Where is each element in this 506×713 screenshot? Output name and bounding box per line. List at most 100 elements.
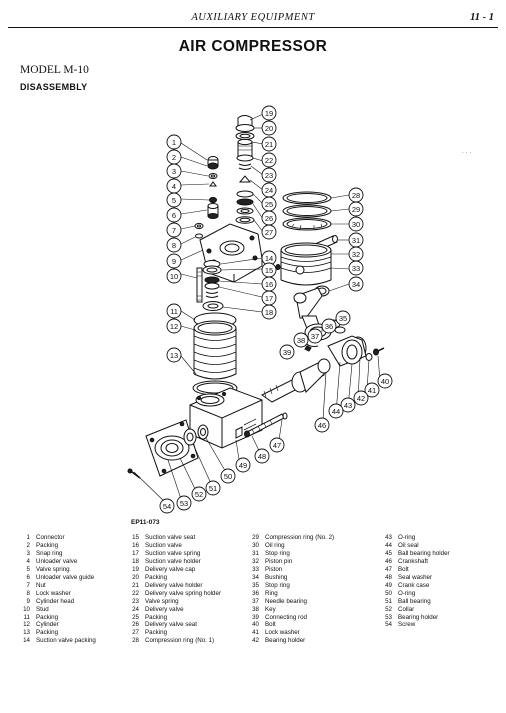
legend-num: 30 xyxy=(252,541,259,549)
unloader-valve-stack xyxy=(194,156,219,239)
legend-part-name: Stop ring xyxy=(265,581,290,589)
legend-part-name: Cylinder head xyxy=(36,597,75,605)
legend-part-name: Bushing xyxy=(265,573,288,581)
callout-34: 34 xyxy=(352,280,360,289)
legend-num: 41 xyxy=(252,629,259,637)
legend-part-name: Suction valve seat xyxy=(145,534,196,541)
section-subtitle: DISASSEMBLY xyxy=(20,82,88,92)
callout-44: 44 xyxy=(332,407,340,416)
legend-part-name: Key xyxy=(265,605,276,613)
legend-num: 16 xyxy=(132,541,139,549)
legend-num: 51 xyxy=(385,597,392,605)
header-rule xyxy=(8,27,498,28)
callout-40: 40 xyxy=(381,377,389,386)
callout-41: 41 xyxy=(368,386,376,395)
callout-54: 54 xyxy=(163,502,171,511)
legend-num: 6 xyxy=(26,573,30,581)
callout-25: 25 xyxy=(265,200,273,209)
legend-part-name: Packing xyxy=(36,541,59,549)
legend-part-name: Unloader valve xyxy=(36,557,78,565)
suction-valve-stack xyxy=(202,260,224,311)
callout-14: 14 xyxy=(265,254,273,263)
legend-num: 12 xyxy=(23,621,30,629)
legend-part-name: Crankshaft xyxy=(398,557,428,565)
callout-31: 31 xyxy=(352,236,360,245)
callout-22: 22 xyxy=(265,156,273,165)
legend-num: 33 xyxy=(252,565,259,573)
legend-part-name: Delivery valve seat xyxy=(145,621,197,629)
legend-part-name: Delivery valve cap xyxy=(145,565,196,573)
legend-num: 8 xyxy=(26,589,30,597)
legend-part-name: Needle bearing xyxy=(265,597,307,605)
legend-item: 4 Unloader valve xyxy=(16,558,96,566)
callout-47: 47 xyxy=(273,441,281,450)
callout-52: 52 xyxy=(195,490,203,499)
legend-part-name: Suction valve xyxy=(145,541,182,549)
legend-num: 7 xyxy=(26,581,30,589)
legend-num: 13 xyxy=(23,629,30,637)
callout-50: 50 xyxy=(224,472,232,481)
legend-num: 39 xyxy=(252,613,259,621)
legend-part-name: Piston pin xyxy=(265,557,293,565)
legend-part-name: Packing xyxy=(145,613,168,621)
callout-10: 10 xyxy=(170,272,178,281)
legend-num: 5 xyxy=(26,565,30,573)
legend-num: 4 xyxy=(26,557,30,565)
legend-num: 44 xyxy=(385,541,392,549)
callout-19: 19 xyxy=(265,109,273,118)
page-header-section: AUXILIARY EQUIPMENT xyxy=(191,12,315,23)
legend-item: 25 Packing xyxy=(125,614,221,622)
callout-15: 15 xyxy=(265,266,273,275)
legend-num: 23 xyxy=(132,597,139,605)
legend-part-name: Lock washer xyxy=(36,589,71,597)
callout-8: 8 xyxy=(172,241,176,250)
legend-num: 28 xyxy=(132,637,139,645)
legend-num: 40 xyxy=(252,621,259,629)
legend-num: 45 xyxy=(385,549,392,557)
legend-part-name: Stud xyxy=(36,605,49,613)
legend-num: 24 xyxy=(132,605,139,613)
legend-num: 53 xyxy=(385,613,392,621)
legend-num: 43 xyxy=(385,534,392,541)
legend-part-name: Suction valve holder xyxy=(145,557,201,565)
legend-num: 11 xyxy=(23,613,30,621)
callout-46: 46 xyxy=(318,421,326,430)
callout-13: 13 xyxy=(170,351,178,360)
callout-43: 43 xyxy=(344,401,352,410)
legend-num: 15 xyxy=(132,534,139,541)
legend-num: 14 xyxy=(23,637,30,645)
legend-part-name: Bearing holder xyxy=(398,613,439,621)
callout-30: 30 xyxy=(352,220,360,229)
callout-6: 6 xyxy=(172,211,176,220)
legend-part-name: Bearing holder xyxy=(265,637,306,645)
callout-49: 49 xyxy=(239,461,247,470)
callout-21: 21 xyxy=(265,140,273,149)
legend-item: 16 Suction valve xyxy=(125,542,221,550)
legend-part-name: Oil ring xyxy=(265,541,285,549)
callout-circles xyxy=(159,105,393,514)
legend-part-name: Unloader valve guide xyxy=(36,573,95,581)
legend-part-name: Crank case xyxy=(398,581,430,589)
legend-part-name: Ball bearing xyxy=(398,597,431,605)
legend-num: 21 xyxy=(132,581,139,589)
legend-num: 25 xyxy=(132,613,139,621)
